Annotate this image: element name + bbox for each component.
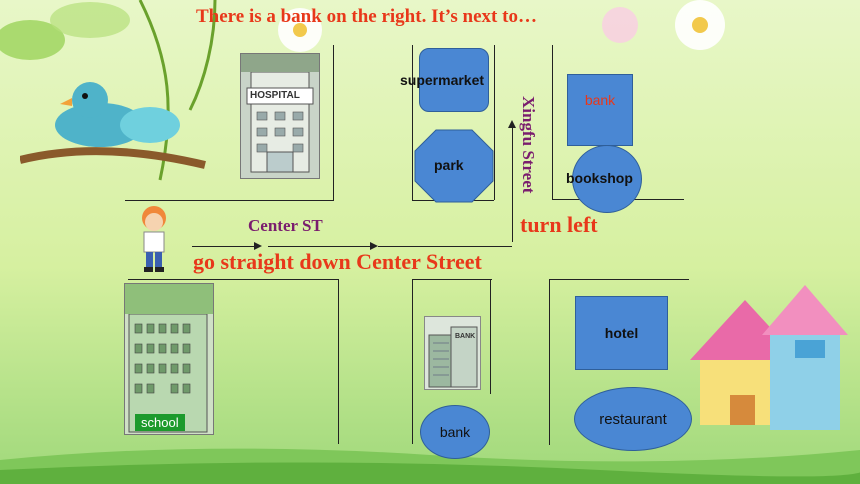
road-edge-bottom-left-v [338, 279, 339, 444]
hotel-label: hotel [604, 325, 639, 341]
turn-left-label: turn left [520, 212, 598, 237]
road-edge-hospital-right [333, 45, 334, 201]
bank-label-top: bank [584, 92, 616, 108]
arrow-1-head [254, 242, 262, 250]
xingfu-street-label: Xingfu Street [519, 96, 538, 194]
boy-character-icon [142, 206, 166, 272]
road-edge-bank-left [412, 279, 413, 444]
road-edge-park-right [494, 45, 495, 200]
supermarket-building [419, 48, 489, 112]
restaurant-building: restaurant [574, 387, 692, 451]
bank-picture-sign: BANK [455, 333, 476, 340]
road-edge-bank-top [412, 279, 492, 280]
hospital-sign: HOSPITAL [250, 90, 300, 101]
bank-building-bottom: bank [420, 405, 490, 459]
bank-building-icon [428, 326, 478, 388]
hospital-building: HOSPITAL [240, 53, 320, 179]
bank-label-bottom: bank [439, 424, 471, 440]
bird-illustration [20, 82, 206, 169]
school-icon [125, 284, 213, 433]
school-building [124, 283, 214, 435]
arrow-2-head [370, 242, 378, 250]
bank-building-top: bank [567, 74, 633, 146]
road-edge-hotel-left [549, 280, 550, 445]
hotel-building: hotel [575, 296, 668, 370]
page-title: There is a bank on the right. It’s next … [196, 6, 537, 27]
arrow-1-line [192, 246, 254, 247]
arrow-3-line [378, 246, 512, 247]
road-edge-hotel-top [549, 279, 689, 280]
turn-arrow-line [512, 126, 513, 242]
park-label: park [434, 157, 464, 173]
restaurant-label: restaurant [599, 410, 667, 428]
road-edge-bookshop-left [552, 45, 553, 200]
turn-arrow-head [508, 120, 516, 128]
school-label: school [135, 414, 185, 431]
bookshop-building [572, 145, 642, 213]
road-edge-top-left [125, 200, 333, 201]
bookshop-label: bookshop [566, 170, 633, 186]
supermarket-label: supermarket [400, 72, 485, 88]
road-edge-bank-right [490, 279, 491, 394]
arrow-2-line [268, 246, 370, 247]
road-edge-bottom-left [128, 279, 338, 280]
hospital-icon [241, 54, 319, 173]
road-edge-park-left [412, 45, 413, 200]
bank-picture: BANK [424, 316, 481, 390]
center-st-label: Center ST [248, 216, 323, 235]
go-straight-label: go straight down Center Street [193, 249, 482, 274]
park-shape [414, 129, 494, 203]
